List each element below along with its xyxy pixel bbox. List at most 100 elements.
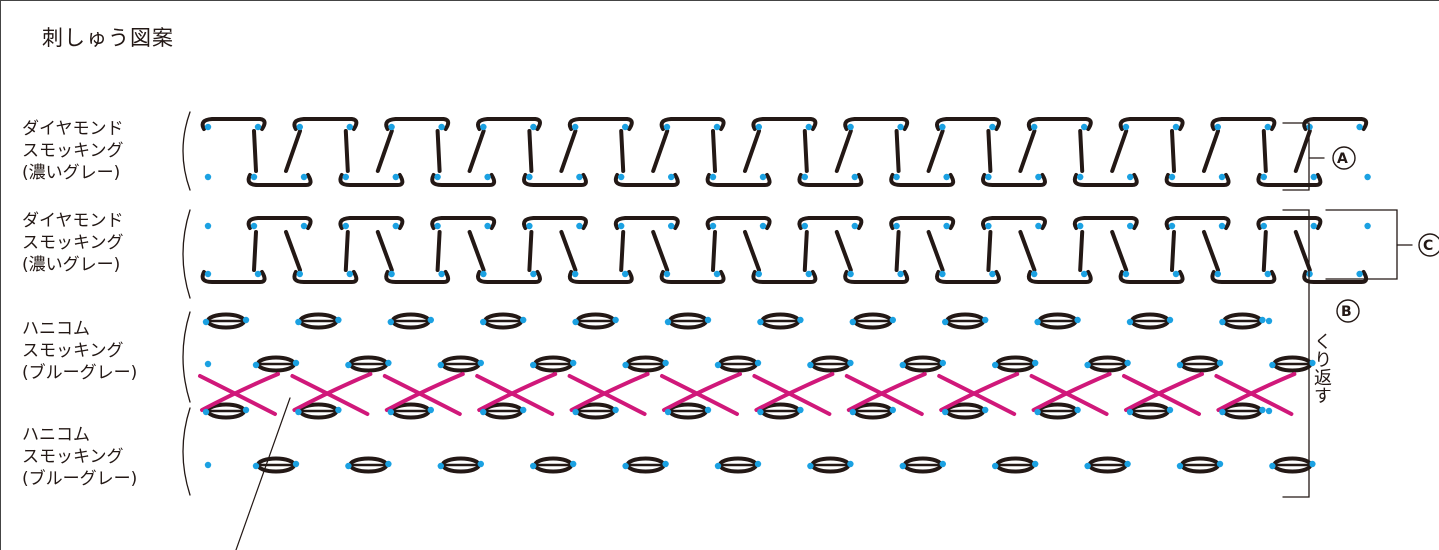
needle-dot [293,360,299,366]
needle-dot [576,223,582,229]
diamond-diagonal [561,131,575,171]
needle-dot [760,174,766,180]
needle-dot [1215,124,1221,130]
bracket-c [1326,210,1397,279]
diamond-diagonal [1204,131,1218,171]
needle-dot [715,362,721,368]
needle-dot [530,362,536,368]
needle-dot [1034,319,1040,325]
needle-dot [1169,174,1175,180]
cross-stitch [1034,374,1110,410]
needle-dot [1217,360,1223,366]
needle-dot [576,174,582,180]
needle-dot [897,124,903,130]
needle-dot [847,461,853,467]
diamond-diagonal [529,131,531,171]
needle-dot [705,317,711,323]
diamond-diagonal [561,232,575,270]
row-bracket [183,312,190,402]
needle-dot [1219,223,1225,229]
needle-dot [850,409,856,415]
diamond-diagonal [1020,232,1034,270]
needle-dot [622,463,628,469]
needle-dot [480,409,486,415]
needle-dot [1124,461,1130,467]
diamond-diagonal [653,131,667,171]
needle-dot [850,319,856,325]
needle-dot [438,362,444,368]
marker-a-label: A [1337,151,1348,167]
needle-dot [1127,223,1133,229]
needle-dot [428,317,434,323]
cross-stitch [387,374,463,410]
needle-dot [478,461,484,467]
needle-dot [665,409,671,415]
needle-dot [1123,124,1129,130]
needle-dot [255,124,261,130]
cross-stitch [941,374,1017,410]
needle-dot [388,409,394,415]
needle-dot [802,223,808,229]
needle-dot [806,124,812,130]
diamond-diagonal [1204,232,1218,270]
diamond-stitches [203,119,1367,282]
needle-dot [520,407,526,413]
row-bracket [183,112,190,190]
cross-stitch [294,374,370,410]
needle-dot [1217,461,1223,467]
needle-dot [1035,174,1041,180]
needle-dot [1266,408,1272,414]
diamond-diagonal [929,131,943,171]
row-bracket [183,408,190,495]
needle-dot [1167,407,1173,413]
needle-dot [806,271,812,277]
diamond-diagonal [1264,232,1266,270]
needle-dot [890,407,896,413]
diamond-diagonal [438,232,440,270]
needle-dot [900,463,906,469]
needle-dot [893,223,899,229]
needle-dot [1173,271,1179,277]
diamond-diagonal [254,131,256,171]
diamond-diagonal [1172,131,1174,171]
needle-dot [664,271,670,277]
needle-dot [662,360,668,366]
needle-dot [989,124,995,130]
diamond-diagonal [346,131,348,171]
needle-dot [1311,174,1317,180]
diamond-diagonal [1296,131,1310,171]
needle-dot [755,360,761,366]
needle-dot [943,174,949,180]
needle-dot [756,271,762,277]
needle-dot [757,319,763,325]
needle-dot [572,409,578,415]
needle-dot [1356,271,1362,277]
needle-dot [1215,271,1221,277]
needle-dot [1081,124,1087,130]
pointer-line [236,398,290,550]
needle-dot [1032,360,1038,366]
diamond-diagonal [346,232,348,270]
needle-dot [570,360,576,366]
needle-dot [1081,271,1087,277]
needle-dot [662,461,668,467]
needle-dot [900,362,906,368]
needle-dot [939,271,945,277]
needle-dot [385,461,391,467]
needle-dot [710,174,716,180]
needle-dot [852,223,858,229]
needle-dot [942,409,948,415]
diamond-diagonal [805,232,807,270]
row-bracket [183,210,190,298]
needle-dot [570,461,576,467]
needle-dot [612,317,618,323]
diamond-diagonal [897,131,899,171]
needle-dot [756,124,762,130]
cross-stitch [849,374,925,410]
needle-dot [1259,317,1265,323]
row-brackets [183,112,190,495]
diamond-diagonal [286,232,300,270]
cross-stitch [202,374,278,410]
needle-dot [985,174,991,180]
